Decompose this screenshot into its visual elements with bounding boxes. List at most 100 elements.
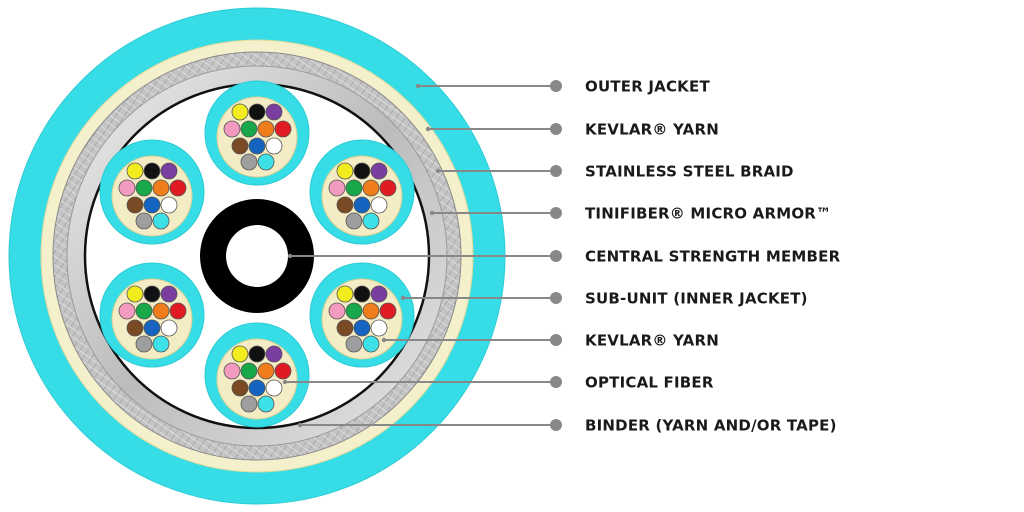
optical-fiber [274,120,292,138]
callout-label-outer-jacket: OUTER JACKET [585,78,710,96]
optical-fiber [353,196,371,214]
optical-fiber [370,285,388,303]
callout-dot-outer-jacket [550,80,562,92]
optical-fiber [231,103,249,121]
callout-dot-tinifiber-micro-armor [550,207,562,219]
optical-fiber [169,179,187,197]
optical-fiber [265,345,283,363]
callout-anchor-binder [297,422,303,428]
optical-fiber [345,302,363,320]
optical-fiber [223,362,241,380]
optical-fiber [265,103,283,121]
callout-anchor-outer-jacket [415,83,421,89]
optical-fiber [135,179,153,197]
callout-anchor-kevlar-yarn [425,126,431,132]
callout-label-kevlar-yarn-2: KEVLAR® YARN [585,332,719,350]
optical-fiber [240,153,258,171]
optical-fiber [118,302,136,320]
optical-fiber [152,302,170,320]
callout-dot-central-strength-member [550,250,562,262]
sub-unit [99,139,205,245]
optical-fiber [143,319,161,337]
callout-dot-kevlar-yarn-2 [550,334,562,346]
optical-fiber [135,212,153,230]
optical-fiber [160,196,178,214]
optical-fiber [143,196,161,214]
callout-label-sub-unit-inner-jacket: SUB-UNIT (INNER JACKET) [585,290,808,308]
sub-unit [309,139,415,245]
callout-labels: OUTER JACKET KEVLAR® YARN STAINLESS STEEL … [585,78,841,435]
optical-fiber [248,103,266,121]
optical-fiber [126,162,144,180]
callout-dot-binder [550,419,562,431]
callout-label-binder: BINDER (YARN AND/OR TAPE) [585,417,837,435]
callout-dot-optical-fiber [550,376,562,388]
optical-fiber [265,379,283,397]
cable-cross-section [8,7,506,505]
optical-fiber [152,179,170,197]
optical-fiber [257,362,275,380]
optical-fiber [143,162,161,180]
optical-fiber [152,335,170,353]
optical-fiber [336,162,354,180]
callout-anchor-optical-fiber [282,379,288,385]
sub-unit [204,322,310,428]
callout-leaders [282,80,562,431]
callout-label-central-strength-member: CENTRAL STRENGTH MEMBER [585,248,841,266]
optical-fiber [370,196,388,214]
callout-dot-kevlar-yarn [550,123,562,135]
callout-dot-stainless-steel-braid [550,165,562,177]
optical-fiber [345,179,363,197]
callout-anchor-tinifiber-micro-armor [429,210,435,216]
sub-units-group [99,80,415,428]
optical-fiber [345,335,363,353]
optical-fiber [152,212,170,230]
optical-fiber [362,335,380,353]
callout-label-stainless-steel-braid: STAINLESS STEEL BRAID [585,163,794,181]
optical-fiber [353,162,371,180]
optical-fiber [370,162,388,180]
optical-fiber [126,319,144,337]
optical-fiber [345,212,363,230]
optical-fiber [336,319,354,337]
optical-fiber [126,196,144,214]
optical-fiber [370,319,388,337]
optical-fiber [135,335,153,353]
optical-fiber [257,153,275,171]
optical-fiber [160,162,178,180]
callout-label-tinifiber-micro-armor: TINIFIBER® MICRO ARMOR™ [585,205,831,223]
optical-fiber [160,285,178,303]
sub-unit [204,80,310,186]
optical-fiber [143,285,161,303]
optical-fiber [135,302,153,320]
central-strength-member-core [226,225,288,287]
optical-fiber [223,120,241,138]
optical-fiber [126,285,144,303]
callout-label-kevlar-yarn: KEVLAR® YARN [585,121,719,139]
optical-fiber [118,179,136,197]
optical-fiber [231,345,249,363]
optical-fiber [257,395,275,413]
optical-fiber [240,362,258,380]
callout-anchor-kevlar-yarn-2 [381,337,387,343]
optical-fiber [379,179,397,197]
optical-fiber [248,137,266,155]
optical-fiber [362,212,380,230]
optical-fiber [240,395,258,413]
callout-label-optical-fiber: OPTICAL FIBER [585,374,714,392]
optical-fiber [169,302,187,320]
optical-fiber [257,120,275,138]
callout-anchor-sub-unit-inner-jacket [400,295,406,301]
optical-fiber [362,179,380,197]
optical-fiber [336,285,354,303]
callout-dot-sub-unit-inner-jacket [550,292,562,304]
optical-fiber [231,379,249,397]
sub-unit [309,262,415,368]
optical-fiber [353,319,371,337]
optical-fiber [362,302,380,320]
optical-fiber [248,379,266,397]
optical-fiber [231,137,249,155]
optical-fiber [379,302,397,320]
optical-fiber [240,120,258,138]
